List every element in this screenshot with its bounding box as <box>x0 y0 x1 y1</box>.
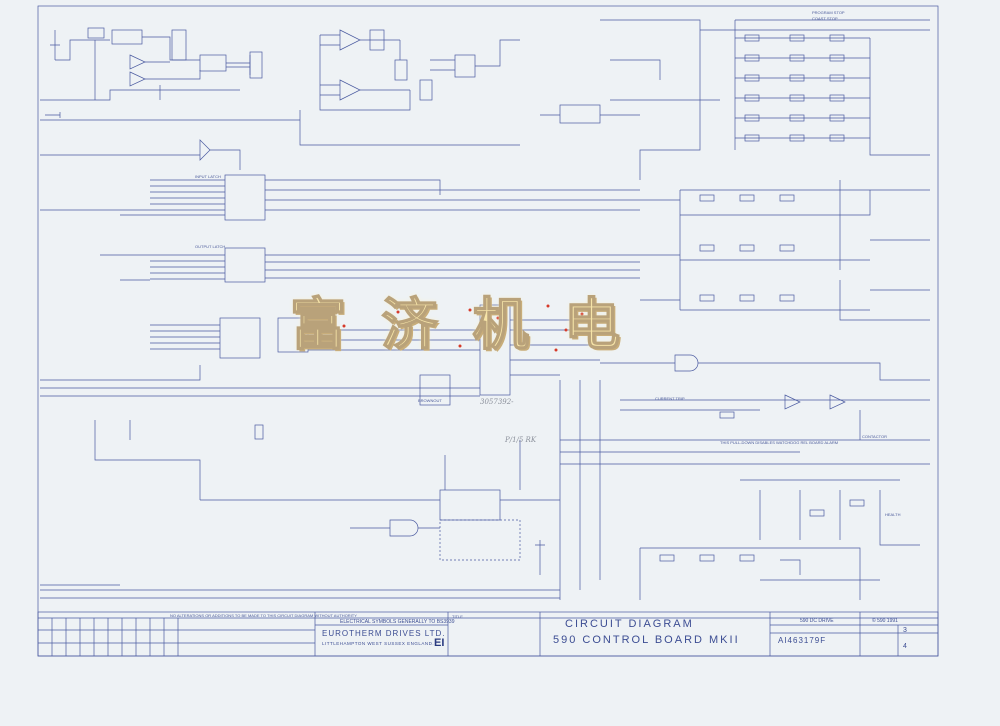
handwritten-note-b: P/1/5 RK <box>505 436 537 444</box>
brownout-label: BROWNOUT <box>418 398 442 403</box>
watermark-dots <box>310 304 584 352</box>
product-label: 590 DC DRIVE <box>800 618 834 624</box>
copyright-note: © 590 1991 <box>872 618 898 624</box>
electrical-note: ELECTRICAL SYMBOLS GENERALLY TO BS3939 <box>340 619 455 625</box>
company-logo: EI <box>434 637 445 649</box>
output-latch-label: OUTPUT LATCH <box>195 244 226 249</box>
health-label: HEALTH <box>885 512 901 517</box>
pull-down-note: THIS PULL-DOWN DISABLES WATCHDOG REL BOA… <box>720 440 839 445</box>
sheet-total: 4 <box>903 643 907 650</box>
watermark-char-2: 济 <box>381 292 439 359</box>
diagram-title-line2: 590 CONTROL BOARD MKII <box>553 634 740 646</box>
watermark-char-3: 机 <box>472 292 530 359</box>
watermark-char-4: 电 <box>563 292 621 359</box>
company-name: EUROTHERM DRIVES LTD. <box>322 629 446 638</box>
company-address: LITTLEHAMPTON WEST SUSSEX ENGLAND. <box>322 641 435 646</box>
input-latch-label: INPUT LATCH <box>195 174 221 179</box>
sheet-current: 3 <box>903 627 907 634</box>
contactor-label: CONTACTOR <box>862 434 887 439</box>
watermark: 富 济 机 电 <box>289 290 621 362</box>
program-stop-label: PROGRAM STOP <box>812 10 845 15</box>
handwritten-note-a: 3057392- <box>480 398 514 406</box>
drawing-number: AI463179F <box>778 636 827 645</box>
alteration-note: NO ALTERATIONS OR ADDITIONS TO BE MADE T… <box>170 613 357 618</box>
diagram-title-line1: CIRCUIT DIAGRAM <box>565 618 694 630</box>
title-caption: TITLE <box>452 614 463 619</box>
title-block-frame <box>37 611 939 657</box>
coast-stop-label: COAST STOP <box>812 16 838 21</box>
watermark-char-1: 富 <box>289 292 347 359</box>
current-trip-label: CURRENT TRIP <box>655 396 685 401</box>
